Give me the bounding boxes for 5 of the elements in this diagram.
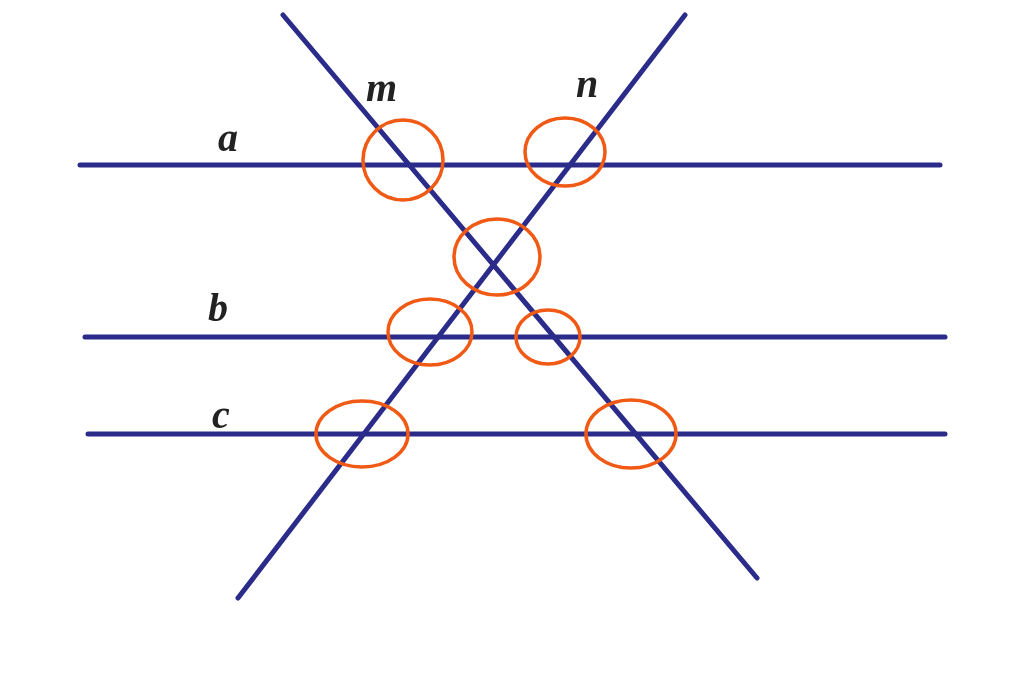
line-label: m	[366, 68, 398, 108]
line-label: b	[208, 288, 228, 328]
line-label: a	[218, 118, 238, 158]
line-label: c	[212, 395, 230, 435]
line-label: n	[576, 64, 599, 104]
